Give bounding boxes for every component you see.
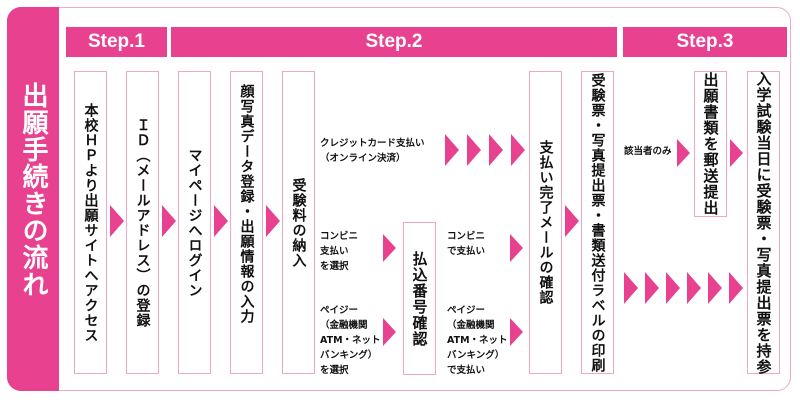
arrow-right-icon [110, 205, 124, 237]
arrow-right-icon [666, 272, 680, 304]
diagram-title: 出願手続きの流れ [18, 82, 48, 298]
box-print-tickets: 受験票・写真提出票・書類送付ラベルの印刷 [581, 71, 614, 374]
box-hp-access-label: 本校ＨＰより出願サイトへアクセス [82, 102, 99, 343]
arrow-right-icon [687, 272, 701, 304]
arrow-right-icon [214, 205, 228, 237]
note-payeasy-select: ペイジー （金融機関 ATM・ネット バンキング） を選択 [320, 305, 381, 376]
arrow-right-icon [510, 318, 523, 346]
box-photo-input: 顔写真データ登録・出願情報の入力 [230, 71, 263, 374]
box-fee-payment-label: 受験料の納入 [290, 177, 307, 268]
arrow-right-icon [677, 139, 690, 167]
arrow-right-icon [383, 318, 396, 346]
box-payment-complete: 支払い完了メールの確認 [529, 71, 562, 374]
box-fee-payment: 受験料の納入 [282, 71, 315, 374]
box-mail-documents: 出願書類を郵送提出 [694, 71, 727, 217]
step-3-header: Step.3 [623, 27, 787, 57]
note-convenience-pay: コンビニ で支払い [447, 231, 486, 257]
box-photo-input-label: 顔写真データ登録・出願情報の入力 [238, 84, 255, 324]
arrow-right-icon [489, 134, 503, 166]
flow-frame [7, 7, 791, 391]
arrow-right-icon [266, 205, 280, 237]
arrow-right-icon [730, 139, 743, 167]
arrow-right-icon [162, 205, 176, 237]
arrow-right-icon [708, 272, 722, 304]
note-credit-card: クレジットカード支払い （オンライン決済） [320, 138, 425, 164]
box-id-register: ＩＤ（メールアドレス）の登録 [126, 71, 159, 374]
box-mypage-login: マイページへログイン [178, 71, 211, 374]
arrow-right-icon [624, 272, 638, 304]
note-payeasy-pay: ペイジー （金融機関 ATM・ネット バンキング） で支払い [447, 305, 508, 376]
arrow-right-icon [510, 234, 523, 262]
arrow-right-icon [565, 205, 579, 237]
arrow-right-icon [511, 134, 525, 166]
note-applicable-only: 該当者のみ [624, 146, 672, 157]
box-id-register-label: ＩＤ（メールアドレス）の登録 [134, 117, 151, 328]
arrow-right-icon [467, 134, 481, 166]
arrow-right-icon [645, 272, 659, 304]
step-2-header: Step.2 [171, 27, 617, 57]
box-exam-day: 入学試験当日に受験票・写真提出票を持参 [747, 70, 780, 375]
box-hp-access: 本校ＨＰより出願サイトへアクセス [74, 71, 107, 374]
box-mail-documents-label: 出願書類を郵送提出 [701, 72, 720, 216]
arrow-right-icon [729, 272, 743, 304]
note-convenience-select: コンビニ 支払い を選択 [320, 231, 359, 272]
box-mypage-login-label: マイページへログイン [186, 147, 203, 298]
sidebar-band [7, 7, 59, 391]
box-exam-day-label: 入学試験当日に受験票・写真提出票を持参 [754, 70, 773, 375]
box-payment-number: 払込番号確認 [403, 222, 436, 375]
arrow-right-icon [383, 234, 396, 262]
box-payment-number-label: 払込番号確認 [410, 250, 429, 347]
arrow-right-icon [445, 134, 459, 166]
step-1-header: Step.1 [66, 27, 167, 57]
box-print-tickets-label: 受験票・写真提出票・書類送付ラベルの印刷 [589, 72, 606, 373]
box-payment-complete-label: 支払い完了メールの確認 [537, 140, 554, 305]
